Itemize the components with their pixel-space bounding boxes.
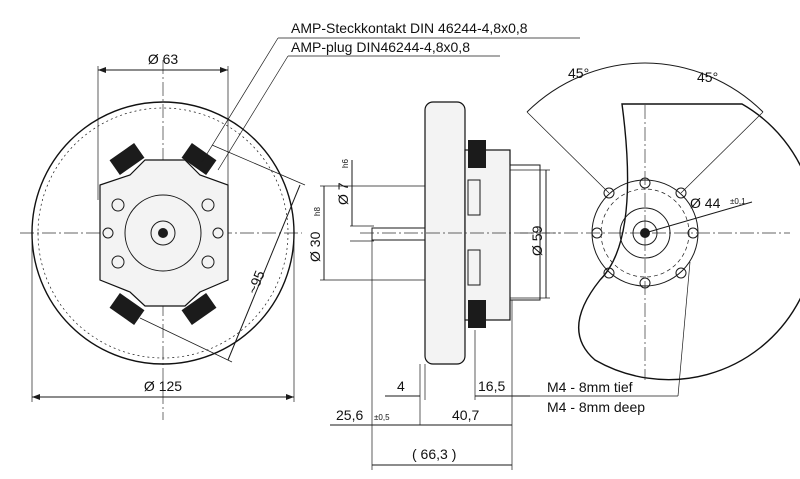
hub-circle [619,207,671,259]
d7-label: Ø 7 [335,182,351,205]
arrow [286,394,294,400]
motor-end-cap [509,164,541,301]
angle-right-label: 45° [697,69,718,85]
hole-5 [687,227,699,239]
dim663-label: ( 66,3 ) [412,446,456,462]
shaft-ring [150,220,176,246]
approx95-ext-top [211,144,306,186]
side-view: Ø 7 h6 Ø 30 h8 Ø 59 4 16,5 25,6 ±0,5 40,… [307,101,691,470]
rear-view: 45° 45° Ø 44 ±0,1 [520,62,800,381]
m4-label-de: M4 - 8mm tief [547,379,633,395]
arrow [220,67,228,73]
motor-body-side [464,149,511,321]
hole-8 [675,267,687,279]
amp-label-en: AMP-plug DIN46244-4,8x0,8 [291,39,470,55]
brush-holder-tr [181,143,217,175]
angle-arc-left [526,62,646,113]
screw-2 [201,198,215,212]
amp-leader-arrow-2 [217,55,289,171]
shaft-circle [632,220,658,246]
approx95-ext-bottom [139,317,233,363]
brush-holder-tl [109,143,145,175]
hole-1 [603,187,615,199]
terminal-bottom [467,249,481,286]
screw-5 [111,255,125,269]
m4-label-en: M4 - 8mm deep [547,399,645,415]
angle-left-label: 45° [568,65,589,81]
front-view: Ø 63 Ø 125 ~95 [20,51,306,420]
hole-6 [603,267,615,279]
d44-leader [644,201,753,234]
screw-4 [212,227,224,239]
dim256-label: 25,6 [336,407,363,423]
amp-leader-arrow [201,37,279,163]
d44-tol: ±0,1 [730,197,746,206]
shaft [371,227,426,241]
arrow [32,394,40,400]
brush-top [468,140,486,168]
hole-4 [591,227,603,239]
d44-label: Ø 44 [690,195,721,211]
bolt-pcd [600,188,690,278]
screw-3 [102,227,114,239]
rear-flange-outline [577,103,800,381]
d30-tol: h8 [313,207,322,216]
motor-body [99,143,229,325]
brush-bottom [468,300,486,328]
amp-callout: AMP-Steckkontakt DIN 46244-4,8x0,8 AMP-p… [201,20,580,171]
brush-holder-br [181,293,217,325]
angle-arc-right [644,62,764,113]
dim256-tol: ±0,5 [374,413,390,422]
d125-label: Ø 125 [144,378,182,394]
dim407-label: 40,7 [452,407,479,423]
amp-label-de: AMP-Steckkontakt DIN 46244-4,8x0,8 [291,20,528,36]
screw-6 [201,255,215,269]
d63-label: Ø 63 [148,51,179,67]
screw-1 [111,198,125,212]
hidden-circle [37,107,289,359]
hole-7 [639,277,651,289]
d7-tol: h6 [341,159,350,168]
dim16-label: 16,5 [478,378,505,394]
approx95-dim-line [227,184,301,361]
brush-holder-bl [109,293,145,325]
d30-label: Ø 30 [307,231,323,262]
angle-ray-right [680,111,764,194]
dim4-label: 4 [397,378,405,394]
shaft-center [158,228,168,238]
arrow [98,67,106,73]
m4-leader [677,261,691,397]
d59-label: Ø 59 [529,225,545,256]
outer-flange-circle [31,101,295,365]
bearing-circle [124,194,202,272]
hole-2 [639,177,651,189]
hole-3 [675,187,687,199]
terminal-top [467,179,481,216]
angle-ray-left [526,111,610,194]
